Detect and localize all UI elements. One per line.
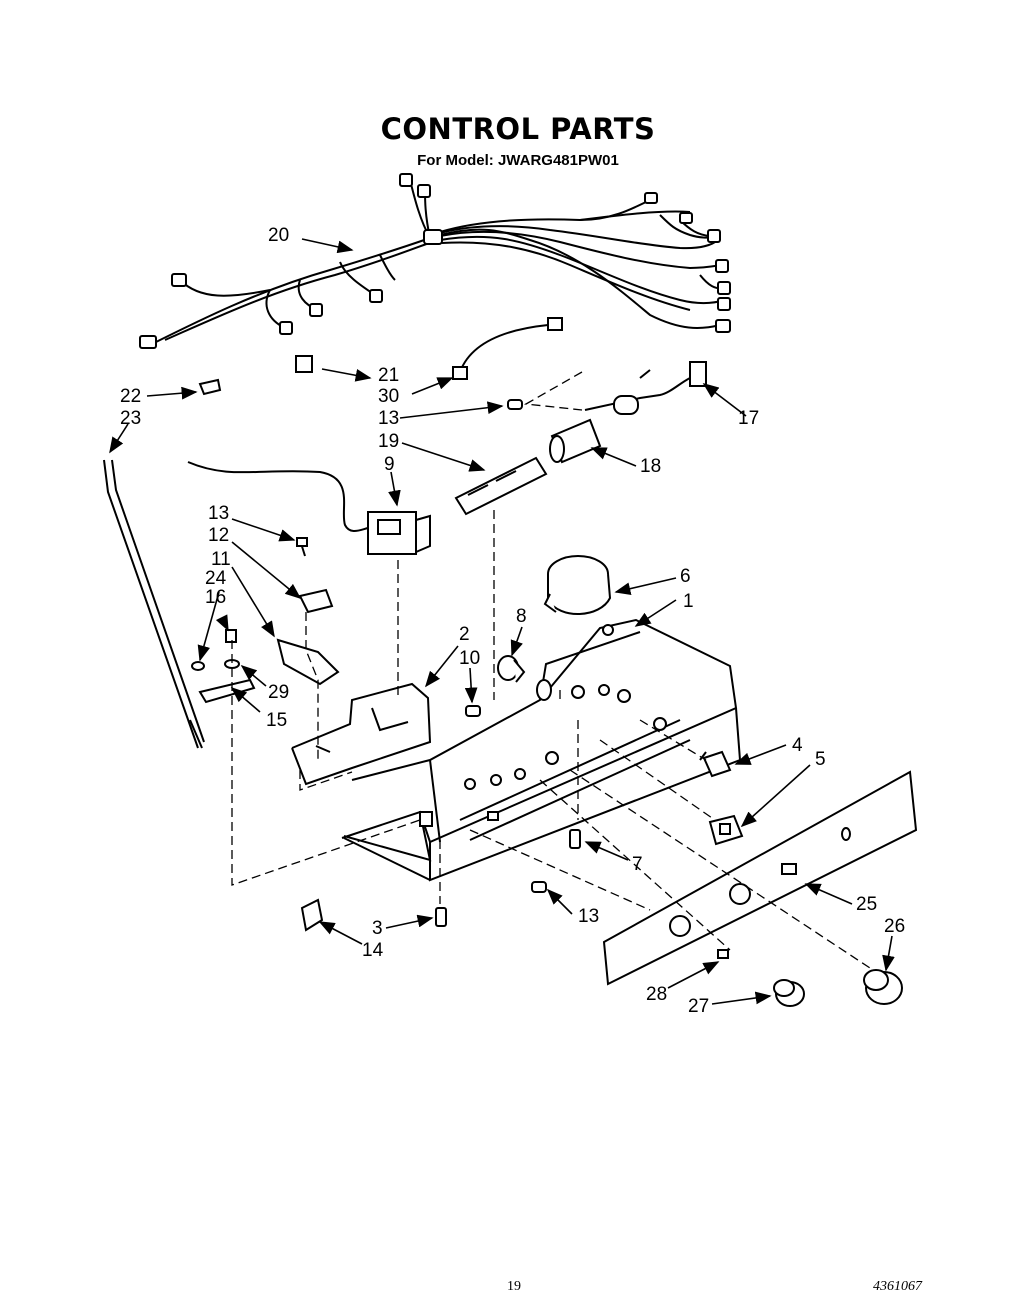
callout-13a: 13 (208, 503, 229, 524)
housing-details (419, 624, 667, 827)
callout-20: 20 (268, 225, 289, 246)
callout-26: 26 (884, 916, 905, 937)
callout-17: 17 (738, 408, 759, 429)
lamp-socket (497, 655, 526, 683)
connector-lead (584, 361, 707, 415)
callout-11: 11 (211, 549, 231, 570)
callout-22: 22 (120, 386, 141, 407)
callout-1: 1 (683, 591, 694, 612)
callout-2: 2 (459, 624, 470, 645)
callout-6: 6 (680, 566, 691, 587)
callout-13b: 13 (378, 408, 399, 429)
control-housing (341, 618, 742, 882)
document-number: 4361067 (873, 1279, 922, 1294)
callout-13c: 13 (578, 906, 599, 927)
callout-9: 9 (384, 454, 395, 475)
assembly-lines (231, 371, 871, 969)
callout-5: 5 (815, 749, 826, 770)
callout-29: 29 (268, 682, 289, 703)
control-switch (699, 750, 732, 778)
page-title: CONTROL PARTS (380, 112, 656, 146)
wire-harness (149, 179, 726, 346)
clip-part-14 (300, 898, 324, 932)
callout-23: 23 (120, 408, 141, 429)
callout-16: 16 (205, 587, 226, 608)
clip-part (295, 355, 313, 373)
sensor-tube (454, 456, 548, 516)
callout-12: 12 (208, 525, 229, 546)
model-subtitle: For Model: JWARG481PW01 (417, 152, 619, 169)
control-knobs (717, 949, 903, 1007)
callout-19: 19 (378, 431, 399, 452)
callout-10: 10 (459, 648, 480, 669)
control-panel (602, 770, 918, 986)
callout-28: 28 (646, 984, 667, 1005)
callout-25: 25 (856, 894, 877, 915)
callout-15: 15 (266, 710, 287, 731)
page-number: 19 (507, 1279, 521, 1294)
callout-30: 30 (378, 386, 399, 407)
callout-labels: 1 2 3 4 5 6 7 8 9 10 11 12 13 13 13 14 1… (120, 225, 905, 1017)
screw (507, 399, 523, 410)
callout-8: 8 (516, 606, 527, 627)
leader-arrows (109, 238, 895, 1005)
callout-7: 7 (632, 854, 643, 875)
wire-lead (452, 317, 563, 380)
callout-27: 27 (688, 996, 709, 1017)
mounting-bracket (291, 682, 432, 786)
callout-24: 24 (205, 568, 227, 589)
callout-14: 14 (362, 940, 384, 961)
defrost-timer (543, 555, 612, 615)
callout-4: 4 (792, 735, 803, 756)
capacitor-cylinder (549, 418, 602, 464)
damper-control-assembly (191, 537, 340, 704)
harness-connectors (139, 173, 731, 349)
callout-21: 21 (378, 365, 399, 386)
callout-18: 18 (640, 456, 661, 477)
light-switch (708, 814, 744, 846)
callout-3: 3 (372, 918, 383, 939)
bracket-part (198, 378, 222, 396)
screws (435, 705, 581, 927)
relay-switch (187, 461, 431, 555)
damper-rod (103, 459, 205, 749)
